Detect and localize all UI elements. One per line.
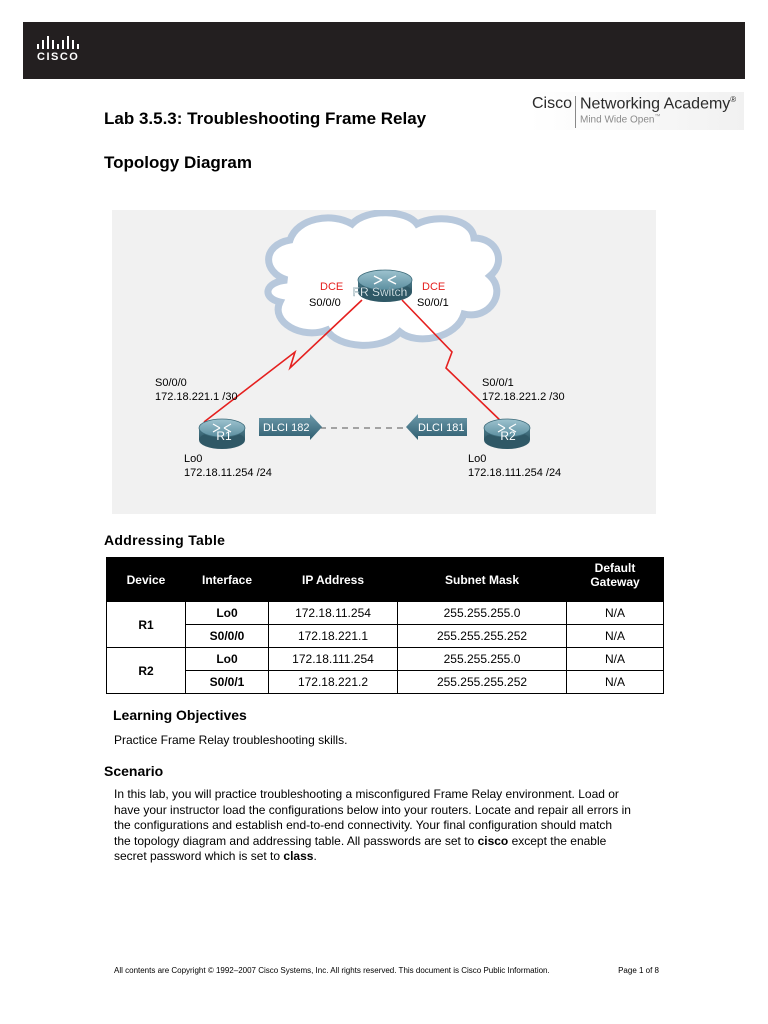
copyright-notice: All contents are Copyright © 1992–2007 C… <box>114 966 550 975</box>
dce-right-label: DCE <box>422 281 445 293</box>
header-device: Device <box>107 558 186 602</box>
r1-serial-label: S0/0/0 <box>155 377 187 389</box>
cisco-logo: CISCO <box>37 36 79 63</box>
r2-serial-ip-label: 172.18.221.2 /30 <box>482 391 565 403</box>
topology-diagram: FR Switch DCE DCE S0/0/0 S0/0/1 R1 R2 DL… <box>112 210 656 514</box>
ip-cell: 172.18.221.1 <box>269 625 398 648</box>
router-r1-label: R1 <box>216 429 232 443</box>
r2-loopback-ip-label: 172.18.111.254 /24 <box>468 467 561 479</box>
interface-cell: S0/0/0 <box>186 625 269 648</box>
gateway-cell: N/A <box>567 671 664 694</box>
learning-objectives-heading: Learning Objectives <box>113 707 247 723</box>
r2-serial-label: S0/0/1 <box>482 377 514 389</box>
academy-tagline-text: Mind Wide Open <box>580 114 654 125</box>
gateway-cell: N/A <box>567 602 664 625</box>
addressing-table: Device Interface IP Address Subnet Mask … <box>106 557 664 694</box>
topology-title: Topology Diagram <box>104 153 252 173</box>
academy-registered-mark: ® <box>730 95 736 104</box>
academy-name-text: Networking Academy <box>580 95 730 112</box>
networking-academy-logo: Cisco Networking Academy® Mind Wide Open… <box>530 92 744 130</box>
page-footer: All contents are Copyright © 1992–2007 C… <box>114 966 659 975</box>
addressing-table-title: Addressing Table <box>104 532 225 548</box>
device-cell: R2 <box>107 648 186 694</box>
dce-left-label: DCE <box>320 281 343 293</box>
table-row: R1 Lo0 172.18.11.254 255.255.255.0 N/A <box>107 602 664 625</box>
mask-cell: 255.255.255.252 <box>398 625 567 648</box>
scenario-text-run: . <box>313 849 316 863</box>
table-row: R2 Lo0 172.18.111.254 255.255.255.0 N/A <box>107 648 664 671</box>
router-r2-label: R2 <box>500 429 516 443</box>
gateway-cell: N/A <box>567 625 664 648</box>
scenario-line: secret password which is set to class. <box>114 849 631 865</box>
scenario-line: have your instructor load the configurat… <box>114 803 631 819</box>
password-class: class <box>283 849 313 863</box>
dlci-181-label: DLCI 181 <box>418 422 464 434</box>
cisco-bars-icon <box>37 36 79 49</box>
ip-cell: 172.18.111.254 <box>269 648 398 671</box>
page-number: Page 1 of 8 <box>618 966 659 975</box>
academy-trademark: ™ <box>654 114 660 120</box>
scenario-text-run: the topology diagram and addressing tabl… <box>114 834 478 848</box>
mask-cell: 255.255.255.252 <box>398 671 567 694</box>
table-row: S0/0/0 172.18.221.1 255.255.255.252 N/A <box>107 625 664 648</box>
interface-cell: Lo0 <box>186 602 269 625</box>
mask-cell: 255.255.255.0 <box>398 648 567 671</box>
header-interface: Interface <box>186 558 269 602</box>
lab-title: Lab 3.5.3: Troubleshooting Frame Relay <box>104 109 426 129</box>
dlci-182-label: DLCI 182 <box>263 422 309 434</box>
scenario-line: the topology diagram and addressing tabl… <box>114 834 631 850</box>
scenario-text: In this lab, you will practice troublesh… <box>114 787 631 865</box>
learning-objectives-text: Practice Frame Relay troubleshooting ski… <box>114 733 347 749</box>
scenario-line: In this lab, you will practice troublesh… <box>114 787 631 803</box>
ip-cell: 172.18.221.2 <box>269 671 398 694</box>
r1-loopback-label: Lo0 <box>184 453 202 465</box>
password-cisco: cisco <box>478 834 509 848</box>
header-default-gateway: Default Gateway <box>567 558 664 602</box>
academy-name: Networking Academy® <box>580 95 736 113</box>
cisco-wordmark: CISCO <box>37 51 79 63</box>
academy-divider <box>575 96 576 128</box>
switch-port-right-label: S0/0/1 <box>417 297 449 309</box>
scenario-line: the configurations and establish end-to-… <box>114 818 631 834</box>
interface-cell: Lo0 <box>186 648 269 671</box>
gateway-cell: N/A <box>567 648 664 671</box>
header-subnet-mask: Subnet Mask <box>398 558 567 602</box>
table-row: S0/0/1 172.18.221.2 255.255.255.252 N/A <box>107 671 664 694</box>
interface-cell: S0/0/1 <box>186 671 269 694</box>
fr-switch-label: FR Switch <box>353 285 408 299</box>
r1-serial-ip-label: 172.18.221.1 /30 <box>155 391 238 403</box>
table-header-row: Device Interface IP Address Subnet Mask … <box>107 558 664 602</box>
scenario-text-run: secret password which is set to <box>114 849 283 863</box>
device-cell: R1 <box>107 602 186 648</box>
scenario-heading: Scenario <box>104 763 163 779</box>
academy-cisco-text: Cisco <box>532 95 572 113</box>
switch-port-left-label: S0/0/0 <box>309 297 341 309</box>
mask-cell: 255.255.255.0 <box>398 602 567 625</box>
scenario-text-run: except the enable <box>508 834 606 848</box>
r2-loopback-label: Lo0 <box>468 453 486 465</box>
header-bar: CISCO <box>23 22 745 79</box>
academy-tagline: Mind Wide Open™ <box>580 114 660 125</box>
header-ip-address: IP Address <box>269 558 398 602</box>
r1-loopback-ip-label: 172.18.11.254 /24 <box>184 467 272 479</box>
ip-cell: 172.18.11.254 <box>269 602 398 625</box>
